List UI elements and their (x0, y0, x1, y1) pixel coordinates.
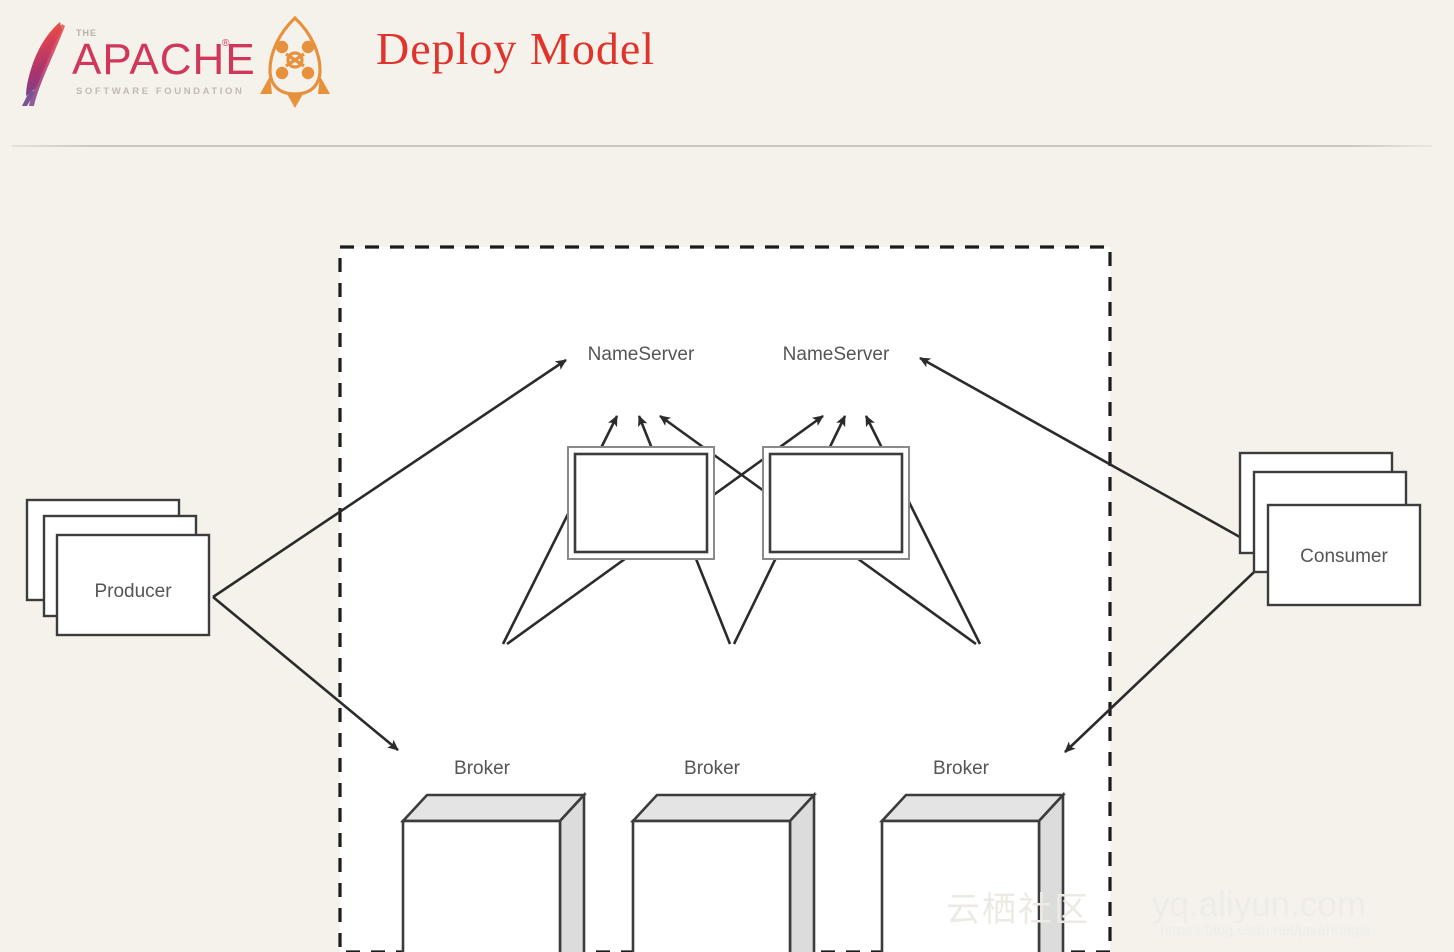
apache-wordmark: APACHE (72, 35, 256, 84)
nameserver-2-label: NameServer (783, 344, 890, 365)
broker-3-label: Broker (933, 758, 990, 779)
edge-consumer-nameserver2 (919, 356, 1273, 557)
apache-logo: THE APACHE ® SOFTWARE FOUNDATION (18, 16, 255, 108)
edge-producer-broker1 (212, 595, 399, 752)
broker-2-label: Broker (684, 758, 741, 779)
watermark-blog-url: https://blog.csdn.net/javahongxi (1160, 922, 1371, 939)
header-divider (12, 145, 1432, 147)
edge-consumer-broker3 (1064, 554, 1273, 753)
deploy-model-diagram: NameServer NameServer Broker Broker (0, 150, 1454, 952)
apache-subtitle: SOFTWARE FOUNDATION (76, 86, 245, 97)
apache-feather-icon (22, 22, 65, 106)
rocketmq-rocket-icon (260, 15, 330, 108)
consumer-stack[interactable]: Consumer (1238, 451, 1422, 607)
apache-the-label: THE (76, 28, 97, 38)
broker-2[interactable]: Broker (630, 758, 817, 952)
apache-registered-mark: ® (222, 38, 230, 49)
watermark-site: yq.aliyun.com (1152, 885, 1366, 924)
slide-header: THE APACHE ® SOFTWARE FOUNDATION Deploy … (0, 0, 1454, 147)
nameserver-1[interactable]: NameServer (567, 344, 715, 560)
broker-3[interactable]: Broker (879, 758, 1066, 952)
nameserver-2[interactable]: NameServer (762, 344, 910, 560)
producer-label: Producer (94, 581, 172, 602)
consumer-label: Consumer (1300, 546, 1388, 567)
edge-producer-nameserver1 (212, 358, 567, 599)
page-title: Deploy Model (376, 23, 656, 74)
producer-stack[interactable]: Producer (25, 498, 211, 637)
broker-1-label: Broker (454, 758, 511, 779)
watermark-chinese: 云栖社区 (946, 890, 1090, 930)
broker-1[interactable]: Broker (400, 758, 587, 952)
nameserver-1-label: NameServer (588, 344, 695, 365)
